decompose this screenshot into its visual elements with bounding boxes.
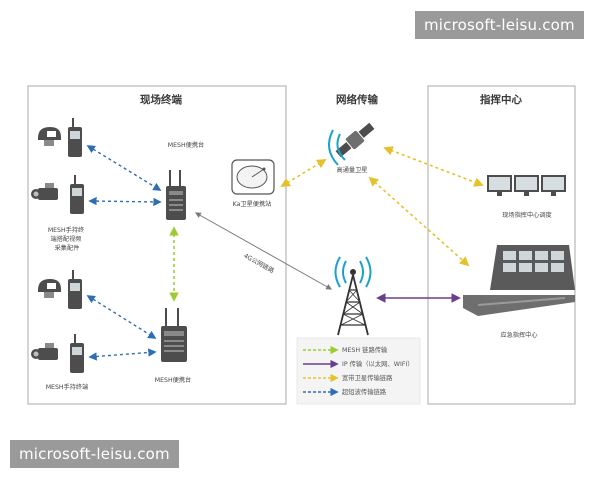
legend-label-satellite: 宽带卫星传输链路 [342,373,393,382]
network-panel-title: 网络传输 [336,93,378,106]
satellite-dish-icon [231,159,275,195]
mesh-station-icon [166,170,186,220]
field-center-label: 现场指挥中心调度 [502,211,552,219]
video-camera-icon [31,343,58,360]
satellite-icon [328,122,375,166]
emergency-center-label: 应急指挥中心 [500,331,537,339]
handheld-radio-icon [68,118,82,157]
helmet-camera-icon [38,127,61,146]
mesh-station-top-label: MESH便携台 [168,141,204,149]
public-network-link [194,212,333,290]
legend-label-mesh: MESH 链路传输 [342,345,388,354]
mesh-station-bottom-label: MESH便携台 [155,376,191,384]
satellite-link [280,159,327,187]
legend-label-uhf: 超短波传输链路 [342,387,387,396]
command-panel-title: 指挥中心 [480,93,522,106]
legend-label-ip: IP 传输（以太网、WIFI） [342,359,414,368]
video-camera-icon [31,183,58,200]
cell-tower-icon [334,256,372,336]
helmet-camera-icon [38,279,61,298]
uhf-link [88,348,157,361]
field-panel-title: 现场终端 [140,93,182,106]
uhf-link [86,295,157,339]
uhf-link [86,145,162,191]
satellite-label: 高通量卫星 [337,166,368,174]
handheld-radio-icon [70,175,84,214]
handheld-radio-icon [68,270,82,309]
mesh-station-icon [161,308,187,362]
watermark-top: microsoft-leisu.com [415,11,584,39]
handheld-video-label: MESH手持终 端搭配视频 采集配件 [48,226,86,252]
watermark-bottom: microsoft-leisu.com [10,440,179,468]
legend-box [296,337,421,405]
handheld-label: MESH手持终端 [46,383,89,391]
ka-station-label: Ka卫星便携站 [233,200,272,208]
monitor-array-icon [487,175,566,196]
command-center-icon [463,245,575,316]
satellite-link [368,176,470,267]
handheld-radio-icon [70,334,84,373]
